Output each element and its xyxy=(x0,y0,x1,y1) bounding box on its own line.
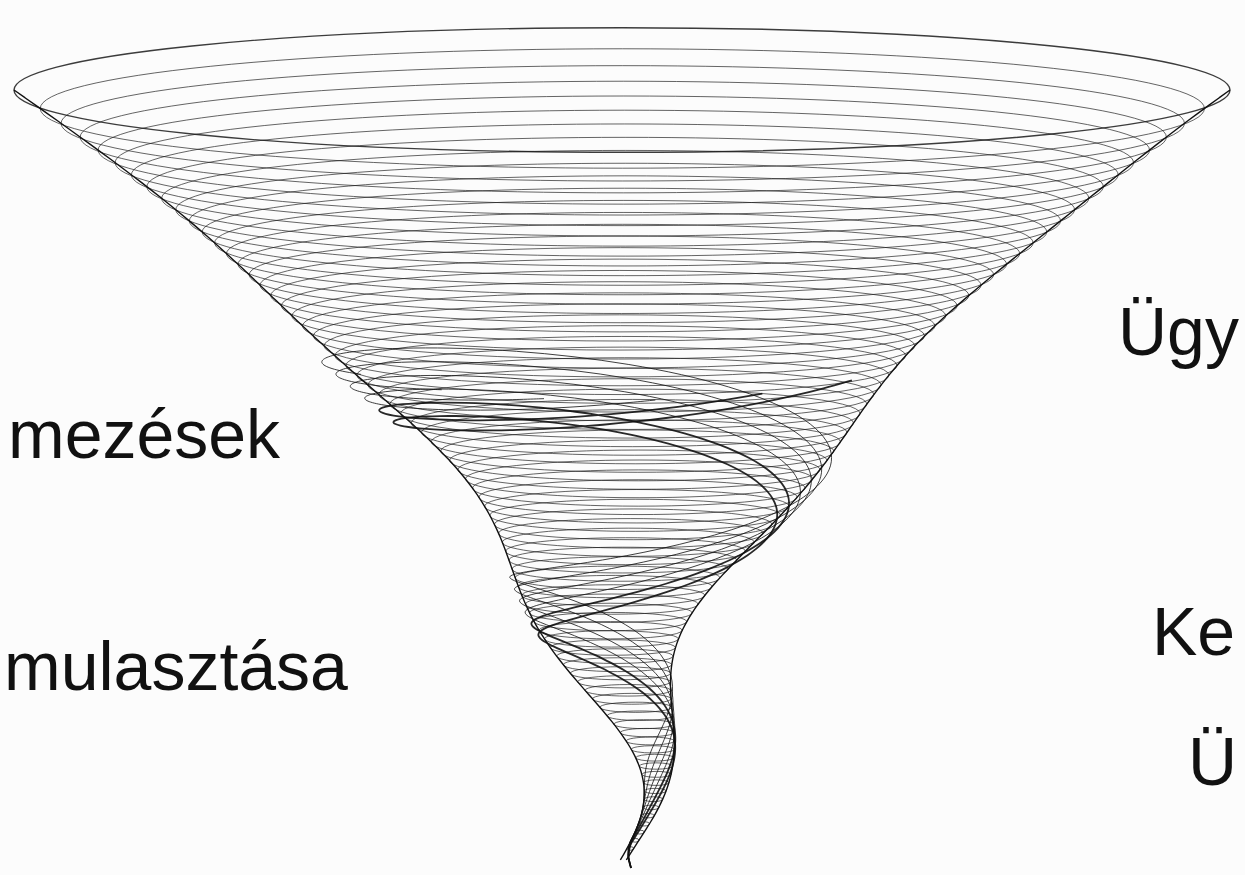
funnel-ring xyxy=(281,270,957,341)
funnel-strand xyxy=(393,380,851,868)
side-label: Ke xyxy=(1152,597,1235,665)
funnel-strand xyxy=(365,389,801,868)
funnel-ring xyxy=(526,594,699,614)
funnel-ring xyxy=(411,399,853,446)
funnel-ring xyxy=(544,631,678,647)
funnel-outline xyxy=(14,90,1230,860)
funnel-ring xyxy=(131,124,1118,226)
funnel-strand xyxy=(379,394,789,868)
side-label: Ü xyxy=(1188,727,1237,795)
funnel-strand xyxy=(336,362,822,868)
side-label: Ügy xyxy=(1118,297,1239,365)
funnel-ring xyxy=(176,163,1075,256)
funnel-ring xyxy=(626,737,674,745)
funnel-strands xyxy=(322,348,852,868)
funnel-ring xyxy=(485,490,789,523)
funnel-side xyxy=(14,90,644,860)
side-label: mezések xyxy=(8,400,280,468)
funnel-ring xyxy=(639,763,672,769)
funnel-ring xyxy=(515,566,720,589)
funnel-ring xyxy=(271,259,969,332)
funnel-ring xyxy=(292,282,946,350)
funnel-ring xyxy=(473,470,806,506)
funnel-ring xyxy=(162,150,1089,246)
funnel-ring xyxy=(147,137,1103,236)
funnel-ring xyxy=(189,176,1060,266)
funnel-side xyxy=(626,90,1230,860)
funnel-ring xyxy=(202,188,1046,275)
funnel-strand xyxy=(350,375,811,868)
funnel-ring xyxy=(115,110,1133,215)
funnel-ring xyxy=(61,66,1184,181)
side-label: mulasztása xyxy=(4,632,348,700)
funnel-ring xyxy=(227,212,1020,294)
funnel-strand xyxy=(322,348,832,868)
funnel-ring xyxy=(215,200,1033,285)
funnel-ring xyxy=(490,499,781,531)
funnel-ring xyxy=(449,440,827,481)
funnel-ring xyxy=(494,509,771,540)
funnel-ring xyxy=(346,336,897,394)
funnel-ring xyxy=(368,358,881,412)
